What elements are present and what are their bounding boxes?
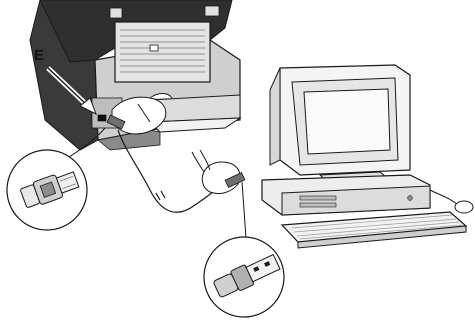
usb-type-b-connector-detail	[7, 150, 87, 230]
hand-at-computer	[192, 150, 240, 194]
mouse	[430, 190, 473, 213]
desktop-computer	[262, 65, 430, 215]
port-callout-label: E	[34, 47, 44, 64]
keyboard	[282, 212, 466, 248]
monitor-screen	[304, 89, 390, 154]
usb-port-e	[98, 115, 106, 121]
cable-break	[156, 191, 165, 200]
usb-type-a-connector-detail	[204, 237, 284, 317]
